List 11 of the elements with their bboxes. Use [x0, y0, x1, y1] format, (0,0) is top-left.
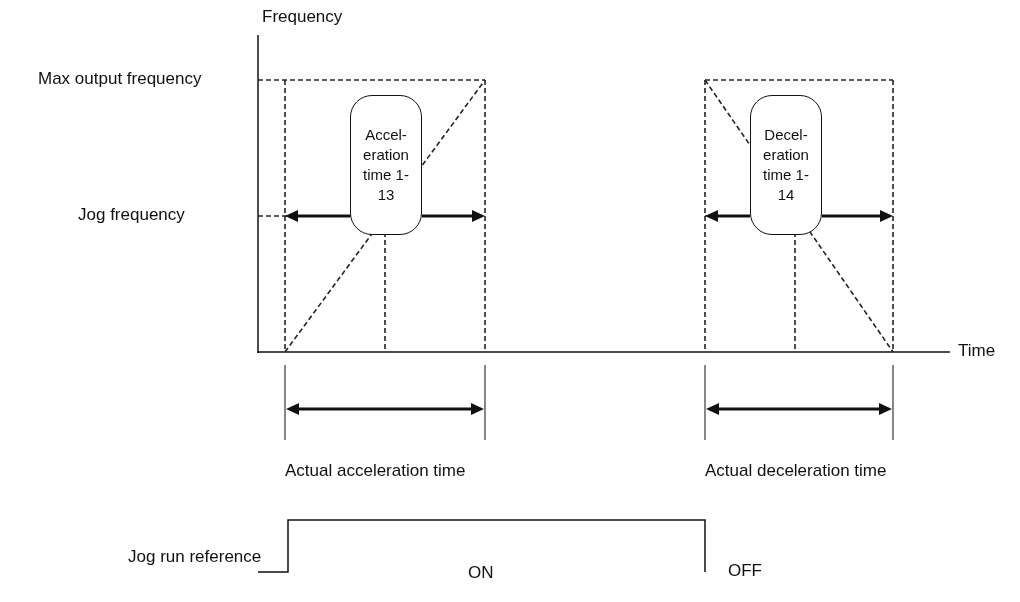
- rounded-label-box: Decel- eration time 1-14: [750, 95, 822, 235]
- axis-label: Time: [958, 340, 996, 362]
- axis-label: Max output frequency: [38, 68, 202, 90]
- rounded-label-box: Accel- eration time 1-13: [350, 95, 422, 235]
- axis-label: Frequency: [262, 6, 343, 28]
- axis-label: Actual acceleration time: [285, 460, 466, 482]
- axis-label: Actual deceleration time: [705, 460, 887, 482]
- axis-label: OFF: [728, 560, 762, 582]
- axis-label: Jog frequency: [78, 204, 185, 226]
- axis-label: Jog run reference: [128, 546, 262, 568]
- axis-label: ON: [468, 562, 494, 584]
